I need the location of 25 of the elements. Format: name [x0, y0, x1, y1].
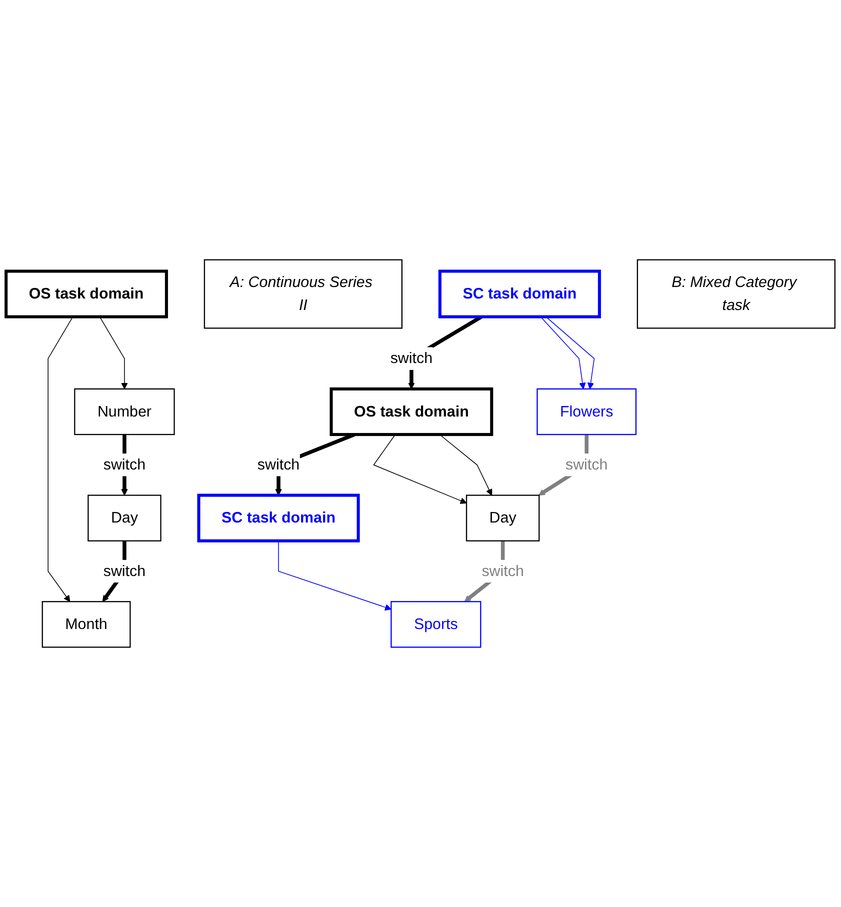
edge-label: switch — [257, 456, 300, 474]
edge-label: switch — [390, 350, 433, 367]
node-box: B: Mixed Category task — [636, 259, 836, 329]
node-box: Month — [42, 601, 131, 648]
node-box: Sports — [390, 601, 482, 648]
arrow — [99, 316, 128, 390]
edge-label: switch — [103, 456, 146, 474]
node-box: SC task domain — [438, 270, 601, 318]
node-box: OS task domain — [4, 270, 168, 318]
node-box: Day — [88, 494, 162, 542]
arrow — [278, 540, 392, 611]
edge-label: switch — [565, 456, 608, 474]
node-box: Day — [466, 494, 540, 542]
arrow — [546, 316, 595, 390]
node-box: OS task domain — [330, 387, 494, 436]
edge-label: switch — [103, 562, 146, 580]
arrow — [48, 316, 74, 602]
arrow — [540, 316, 586, 390]
node-box: Number — [74, 388, 175, 436]
node-box: SC task domain — [197, 494, 360, 542]
node-box: A: Continuous Series II — [204, 259, 402, 329]
edge-label: switch — [482, 562, 524, 580]
node-box: Flowers — [536, 388, 637, 436]
arrow — [373, 434, 467, 504]
arrow — [439, 434, 492, 496]
